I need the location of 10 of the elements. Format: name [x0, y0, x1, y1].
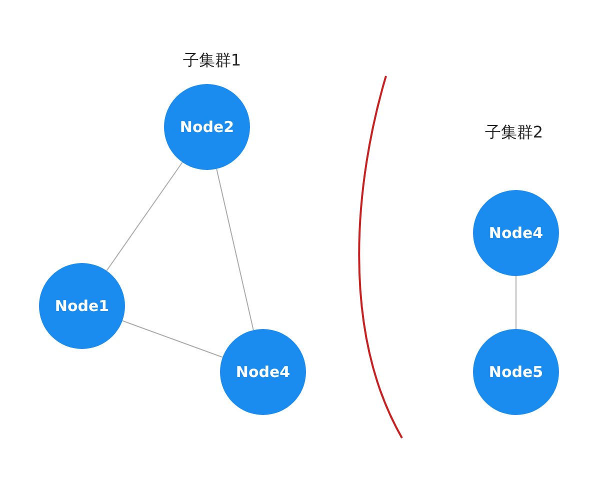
- connector-line: [122, 320, 224, 358]
- node-label: Node1: [54, 297, 110, 315]
- node-label: Node4: [488, 224, 544, 242]
- cluster-title: 子集群2: [484, 122, 544, 144]
- node-label: Node2: [180, 118, 234, 136]
- node-label: Node5: [488, 363, 544, 381]
- cluster-title: 子集群1: [182, 50, 242, 72]
- node-label: Node4: [236, 363, 290, 381]
- connector-line: [106, 162, 183, 272]
- connector-line: [216, 168, 254, 331]
